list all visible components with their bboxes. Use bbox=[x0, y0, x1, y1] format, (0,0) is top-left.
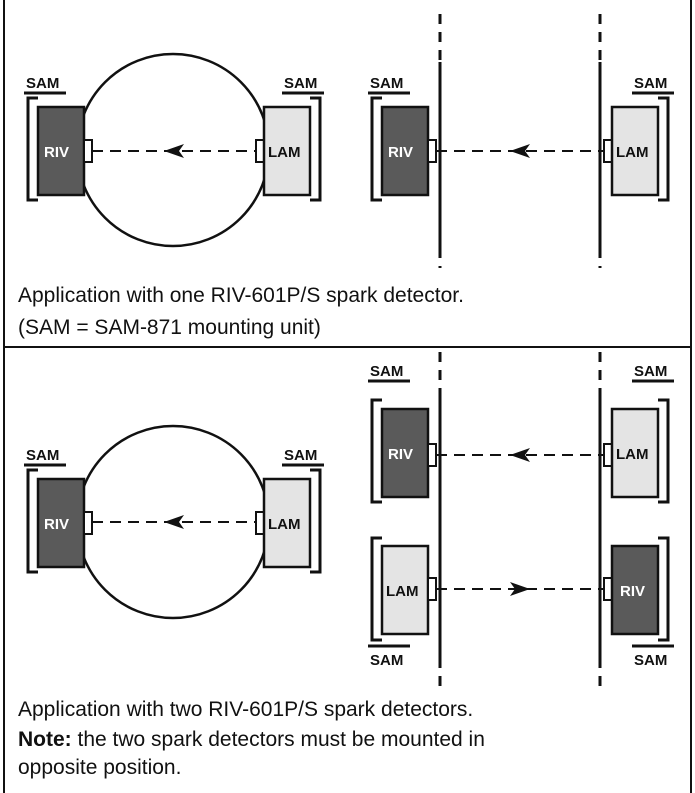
sam-bracket bbox=[370, 96, 382, 202]
riv-unit bbox=[610, 544, 660, 636]
riv-label: RIV bbox=[388, 446, 413, 463]
sam-label: SAM bbox=[26, 447, 59, 464]
diagram-two-detectors-channel: SAM RIV LAM SAM SAM LAM RIV SAM bbox=[368, 352, 674, 690]
sam-label: SAM bbox=[26, 75, 59, 92]
riv-unit bbox=[380, 407, 430, 499]
riv-unit bbox=[36, 477, 86, 569]
sam-bracket bbox=[658, 96, 670, 202]
diagram-two-detectors-round-duct: SAM RIV LAM SAM bbox=[24, 424, 324, 620]
lam-unit bbox=[262, 105, 312, 197]
riv-label: RIV bbox=[44, 144, 69, 161]
note-line: Note: the two spark detectors must be mo… bbox=[18, 725, 485, 755]
riv-label: RIV bbox=[620, 583, 645, 600]
sam-bracket bbox=[658, 536, 670, 642]
lam-lens bbox=[427, 577, 437, 601]
diagram-one-detector-channel: SAM RIV LAM SAM bbox=[368, 14, 674, 268]
sam-bracket bbox=[370, 536, 382, 642]
riv-label: RIV bbox=[44, 516, 69, 533]
sam-label: SAM bbox=[634, 652, 667, 669]
caption-two-detectors: Application with two RIV-601P/S spark de… bbox=[18, 698, 474, 721]
riv-lens bbox=[427, 139, 437, 163]
riv-unit bbox=[36, 105, 86, 197]
sam-bracket bbox=[658, 398, 670, 504]
beam-arrow-icon bbox=[164, 144, 184, 158]
lam-unit bbox=[380, 544, 430, 636]
lam-unit bbox=[262, 477, 312, 569]
sam-label: SAM bbox=[370, 652, 403, 669]
riv-lens bbox=[83, 139, 93, 163]
note-text: the two spark detectors must be mounted … bbox=[71, 728, 485, 751]
beam-arrow-icon bbox=[510, 144, 530, 158]
sam-bracket bbox=[26, 468, 38, 574]
lam-label: LAM bbox=[386, 583, 419, 600]
lam-label: LAM bbox=[268, 144, 301, 161]
sam-bracket bbox=[370, 398, 382, 504]
caption-one-detector: Application with one RIV-601P/S spark de… bbox=[18, 284, 464, 307]
sam-label: SAM bbox=[284, 447, 317, 464]
sam-label: SAM bbox=[370, 363, 403, 380]
sam-label: SAM bbox=[370, 75, 403, 92]
sam-bracket bbox=[310, 468, 322, 574]
beam-arrow-icon bbox=[510, 448, 530, 462]
lam-label: LAM bbox=[616, 144, 649, 161]
sam-label: SAM bbox=[284, 75, 317, 92]
riv-unit bbox=[380, 105, 430, 197]
note-line-2: opposite position. bbox=[18, 756, 182, 779]
sam-bracket bbox=[26, 96, 38, 202]
caption-sam-definition: (SAM = SAM-871 mounting unit) bbox=[18, 316, 321, 339]
lam-unit bbox=[610, 105, 660, 197]
riv-lens bbox=[83, 511, 93, 535]
diagram-one-detector-round-duct: SAM RIV LAM SAM bbox=[24, 52, 324, 248]
sam-label: SAM bbox=[634, 75, 667, 92]
note-label: Note: bbox=[18, 728, 72, 751]
riv-label: RIV bbox=[388, 144, 413, 161]
lam-label: LAM bbox=[616, 446, 649, 463]
sam-bracket bbox=[310, 96, 322, 202]
lam-label: LAM bbox=[268, 516, 301, 533]
sam-label: SAM bbox=[634, 363, 667, 380]
riv-lens bbox=[427, 443, 437, 467]
lam-unit bbox=[610, 407, 660, 499]
beam-arrow-icon bbox=[510, 582, 530, 596]
beam-arrow-icon bbox=[164, 515, 184, 529]
